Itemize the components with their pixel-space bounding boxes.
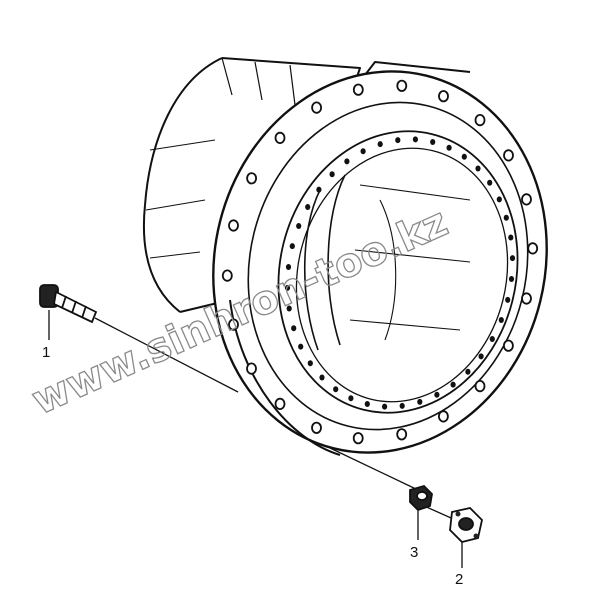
part-1-bolt [39, 284, 98, 324]
flange-bolt-hole [521, 292, 532, 305]
inner-bolt [446, 144, 452, 151]
part-3-nut [409, 484, 433, 512]
inner-bolt [333, 386, 339, 393]
flange-bolt-hole [502, 339, 514, 352]
inner-bolt [344, 158, 350, 165]
inner-bolt [395, 137, 401, 144]
inner-bolt-ring [284, 136, 516, 410]
flange-bolt-hole [228, 318, 239, 331]
flange-bolt-hole [521, 193, 532, 206]
part-2-nut [449, 507, 483, 543]
inner-bolt [360, 148, 366, 155]
housing-bore [303, 174, 471, 351]
inner-bolt [465, 368, 471, 375]
inner-bolt [348, 395, 354, 402]
inner-bolt [289, 243, 295, 250]
inner-bolt [496, 196, 502, 203]
flange-bolt-hole [228, 219, 239, 232]
flange-bolt-hole [474, 379, 486, 393]
inner-bolt [434, 391, 440, 398]
inner-bolt [305, 204, 311, 210]
inner-bolt [291, 325, 297, 332]
flange-bolt-hole [438, 90, 449, 103]
flange-bolt-hole [246, 362, 257, 375]
inner-bolt [382, 403, 388, 410]
inner-bolt [475, 165, 481, 172]
inner-bolt [509, 255, 516, 262]
flange-bolt-hole [311, 101, 323, 114]
flange-bolt-hole [352, 83, 364, 96]
inner-bolt [417, 398, 423, 405]
flange-bolt-hole [503, 149, 514, 162]
flange-bolt-hole [274, 397, 286, 410]
flange-bolt-hole [274, 131, 286, 144]
inner-bolt [286, 305, 292, 312]
inner-bolt [296, 223, 302, 229]
flange-bolt-holes [221, 79, 539, 445]
inner-bolt [307, 360, 313, 367]
flange-bolt-hole [396, 79, 408, 92]
inner-bolt [508, 234, 514, 241]
flange-bolt-hole [221, 269, 233, 282]
flange-bolt-hole [246, 172, 258, 185]
inner-bolt [284, 284, 291, 291]
callout-3: 3 [410, 544, 418, 561]
inner-bolt [450, 381, 456, 388]
inner-bolt [508, 276, 515, 282]
inner-bolt [503, 214, 509, 221]
inner-bolt [298, 343, 304, 350]
flange-bolt-hole [474, 114, 486, 127]
callout-1: 1 [42, 344, 50, 361]
inner-bolt [319, 374, 325, 381]
inner-bolt [377, 141, 383, 148]
inner-bolt [478, 353, 484, 360]
flange-bolt-hole [527, 242, 539, 255]
housing-flange [212, 70, 548, 456]
inner-bolt [285, 264, 292, 270]
inner-bolt [498, 317, 504, 323]
inner-bolt [430, 139, 436, 145]
inner-bolt [329, 171, 335, 178]
inner-bolt [364, 401, 370, 407]
callout-2: 2 [455, 571, 463, 588]
inner-bolt [505, 296, 511, 303]
flange-bolt-hole [396, 428, 408, 441]
inner-bolt [412, 136, 418, 143]
inner-bolt [487, 179, 493, 186]
inner-bolt [399, 402, 405, 409]
flange-bolt-hole [352, 432, 364, 445]
inner-bolt [461, 153, 467, 160]
inner-bolt [489, 336, 495, 342]
flange-bolt-hole [437, 410, 449, 423]
flange-bolt-hole [311, 421, 322, 434]
